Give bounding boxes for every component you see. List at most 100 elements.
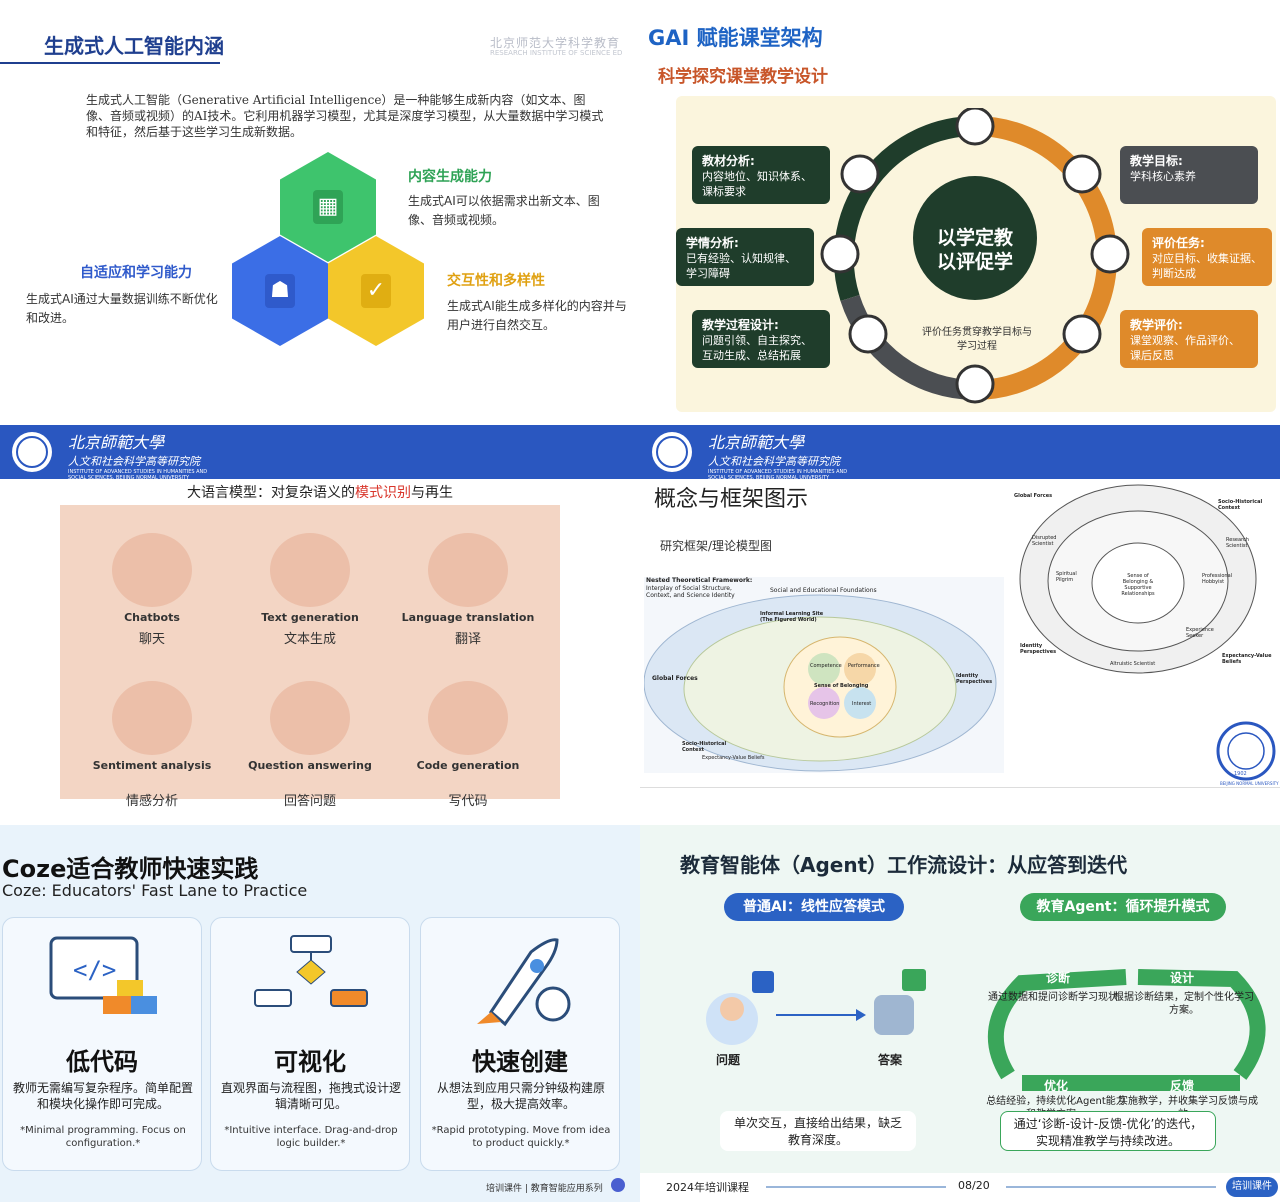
bottom-rule: [640, 787, 1280, 788]
left-note: 单次交互，直接给出结果，缺乏教育深度。: [720, 1111, 916, 1151]
core-recognition: Recognition: [810, 701, 840, 707]
coze-logo-icon: [611, 1178, 625, 1192]
box-textbook-title: 教材分析:: [702, 154, 755, 168]
slide-framework: 北京師範大學 人文和社会科学高等研究院 INSTITUTE OF ADVANCE…: [640, 425, 1280, 825]
checklist-icon: [820, 234, 860, 274]
r-socio: Socio-Historical Context: [1218, 499, 1263, 511]
task-cn: 写代码: [448, 794, 488, 809]
footer-bar: 2024年培训课程 08/20 培训课件: [640, 1173, 1280, 1202]
center-circle: [913, 176, 1037, 300]
center-line-1: 以学定教: [936, 227, 1013, 249]
r-spiritual: Spiritual Pilgrim: [1056, 571, 1077, 583]
box-textbook-body: 内容地位、知识体系、课标要求: [702, 170, 812, 198]
r-expectancy: Expectancy-Value Beliefs: [1222, 653, 1272, 665]
slide6-title: 教育智能体（Agent）工作流设计：从应答到迭代: [680, 853, 1128, 877]
ring-mid-label: Informal Learning Site (The Figured Worl…: [760, 611, 824, 623]
bnu-logo-en: RESEARCH INSTITUTE OF SCIENCE ED: [490, 49, 623, 57]
label-question: 问题: [716, 1053, 741, 1067]
tag-diagnose: 诊断: [1045, 971, 1070, 985]
bnu-header-text: 北京師範大學 人文和社会科学高等研究院 INSTITUTE OF ADVANCE…: [708, 429, 847, 481]
slide-generative-ai: 生成式人工智能内涵 北京师范大学科学教育 RESEARCH INSTITUTE …: [0, 0, 640, 425]
footer-rule-right: [1006, 1186, 1216, 1188]
cycle-diagram: [820, 108, 1130, 404]
title-underline: [0, 62, 220, 64]
bnu-name: 北京師範大學: [68, 433, 165, 452]
r-identity: Identity Perspectives: [1020, 643, 1057, 655]
box-assessment-body: 对应目标、收集证据、判断达成: [1152, 252, 1262, 280]
core-interest: Interest: [852, 701, 872, 707]
code-window-icon: [428, 681, 508, 755]
document-ai-icon: [270, 533, 350, 607]
slide-gai-classroom: GAI 赋能课堂架构 科学探究课堂教学设计 以学定教 以评促学 评价任务贯穿教学…: [640, 0, 1280, 425]
title-highlight: 模式识别: [355, 485, 411, 501]
rocket-stopwatch-icon: [477, 938, 571, 1027]
adaptive-body: 生成式AI通过大量数据训练不断优化和改进。: [26, 292, 218, 325]
task-en: Language translation: [401, 611, 535, 624]
gear-icon: [848, 314, 888, 354]
interactive-body: 生成式AI能生成多样化的内容并与用户进行自然交互。: [447, 299, 627, 332]
box-process-title: 教学过程设计:: [702, 318, 779, 332]
r-global-forces: Global Forces: [1014, 493, 1053, 499]
tag-design: 设计: [1169, 971, 1194, 985]
slide3-title: 大语言模型：对复杂语义的模式识别与再生: [0, 482, 640, 502]
center-text: 以学定教 以评促学: [920, 226, 1030, 274]
r-altruistic: Altruistic Scientist: [1110, 661, 1156, 667]
concentric-circles: [1019, 484, 1257, 674]
card-en: *Minimal programming. Focus on configura…: [20, 1125, 186, 1149]
box-assessment: 评价任务:对应目标、收集证据、判断达成: [1142, 228, 1272, 286]
bnu-name: 北京師範大學: [708, 433, 805, 452]
card-title: 可视化: [274, 1048, 346, 1076]
box-process: 教学过程设计:问题引领、自主探究、互动生成、总结拓展: [692, 310, 830, 368]
footer-page: 08/20: [958, 1179, 990, 1192]
content-body: 生成式AI可以依据需求出新文本、图像、音频或视频。: [408, 194, 600, 227]
emoji-magnifier-icon: [112, 681, 192, 755]
task-translation: Language translation 翻译: [398, 533, 538, 647]
seal-text: BEIJING NORMAL UNIVERSITY: [1220, 781, 1279, 786]
ring-outer-label: Social and Educational Foundations: [770, 587, 877, 594]
institute-en-1: INSTITUTE OF ADVANCED STUDIES IN HUMANIT…: [708, 469, 848, 475]
bnu-header-bar: 北京師範大學 人文和社会科学高等研究院 INSTITUTE OF ADVANCE…: [640, 425, 1280, 481]
box-goal-title: 教学目标:: [1130, 154, 1183, 168]
svg-text:</>: </>: [73, 956, 116, 984]
slide5-title: Coze适合教师快速实践: [2, 855, 259, 883]
fig-sub-1: Interplay of Social Structure,: [646, 585, 732, 592]
box-students-body: 已有经验、认知规律、学习障碍: [686, 252, 796, 280]
seal-year: 1902: [1234, 771, 1247, 777]
monitor-chart-icon: ✓: [361, 274, 391, 308]
nested-ellipses: [644, 594, 997, 772]
layers-icon: [955, 364, 995, 404]
footer-course: 2024年培训课程: [666, 1181, 749, 1194]
right-note: 通过‘诊断-设计-反馈-优化’的迭代，实现精准教学与持续改进。: [1000, 1111, 1216, 1151]
task-cn: 翻译: [454, 632, 481, 647]
card-title: 快速创建: [472, 1048, 568, 1076]
contact-icon: ☗: [265, 274, 295, 308]
label-identity: Identity Perspectives: [956, 673, 993, 685]
slide4-title: 概念与框架图示: [654, 487, 809, 512]
card-en: *Intuitive interface. Drag-and-drop logi…: [224, 1125, 398, 1149]
r-disrupted: Disrupted Scientist: [1032, 535, 1057, 547]
fig-sub-2: Context, and Science Identity: [646, 592, 735, 599]
flowchart-icon: [254, 935, 368, 1007]
box-evaluation-body: 课堂观察、作品评价、课后反思: [1130, 334, 1240, 362]
bnu-emblem-icon: [652, 432, 692, 472]
footer-rule-left: [766, 1186, 946, 1188]
footer-badge: 培训课件: [1226, 1177, 1278, 1197]
slide2-subtitle: 科学探究课堂教学设计: [658, 67, 828, 87]
slide-agent-workflow: 教育智能体（Agent）工作流设计：从应答到迭代 普通AI：线性应答模式 教育A…: [640, 825, 1280, 1202]
title-pre: 大语言模型：对复杂语义的: [187, 485, 355, 501]
slide4-subtitle: 研究框架/理论模型图: [660, 539, 773, 553]
card-desc: 直观界面与流程图，拖拽式设计逻辑清晰可见。: [220, 1081, 401, 1111]
circle-framework-figure: Global Forces Socio-Historical Context D…: [1012, 481, 1272, 677]
institute-name: 人文和社会科学高等研究院: [68, 455, 200, 468]
content-title: 内容生成能力: [408, 169, 492, 185]
tag-optimize: 优化: [1043, 1079, 1068, 1093]
institute-en-2: SOCIAL SCIENCES, BEIJING NORMAL UNIVERSI…: [68, 475, 190, 481]
globe-translate-icon: [428, 533, 508, 607]
hex-interactive: ✓: [328, 236, 424, 346]
task-cn: 聊天: [138, 632, 165, 647]
bnu-emblem-icon: [12, 432, 52, 472]
slide-coze: Coze适合教师快速实践 Coze: Educators' Fast Lane …: [0, 825, 640, 1202]
